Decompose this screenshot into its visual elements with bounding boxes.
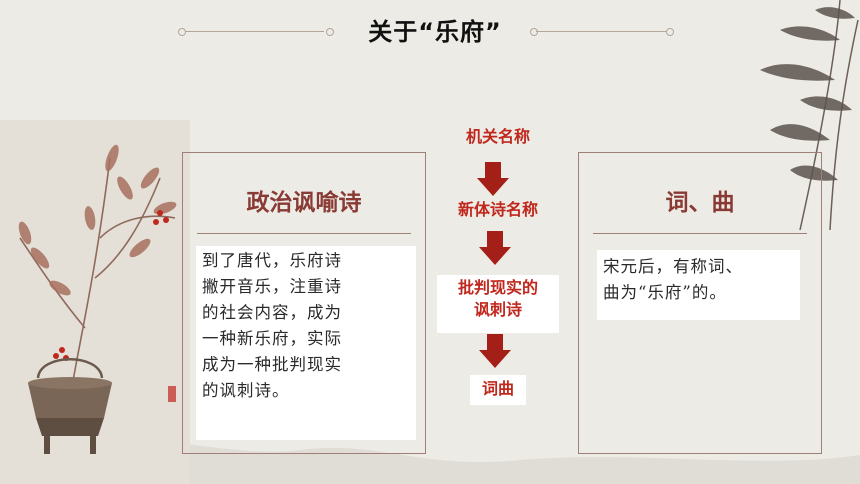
right-text-line: 宋元后，有称词、 [603, 257, 743, 276]
flow-step-ci-qu: 词曲 [470, 375, 526, 405]
right-panel-heading: 词、曲 [665, 189, 735, 216]
flow-step-agency-name: 机关名称 [465, 127, 530, 146]
right-panel: 词、曲 [578, 152, 822, 454]
left-text-line: 一种新乐府，实际 [202, 329, 342, 348]
down-arrow-icon [479, 231, 511, 265]
title-rule-left [184, 31, 324, 32]
left-text-line: 的社会内容，成为 [202, 303, 342, 322]
title-dot-left-inner [326, 28, 334, 36]
down-arrow-icon [479, 334, 511, 368]
left-text-line: 撇开音乐，注重诗 [202, 277, 342, 296]
page-title: 关于“乐府” [368, 18, 502, 46]
left-text-box: 到了唐代，乐府诗 撇开音乐，注重诗 的社会内容，成为 一种新乐府，实际 成为一种… [196, 246, 416, 440]
title-rule-right [536, 31, 668, 32]
right-panel-divider [593, 233, 807, 234]
title-dot-left [178, 28, 186, 36]
title-dot-right [666, 28, 674, 36]
left-panel: 政治讽喻诗 [182, 152, 426, 454]
left-text-line: 成为一种批判现实 [202, 355, 342, 374]
left-text-line: 的讽刺诗。 [202, 381, 290, 400]
ground-decoration [0, 434, 860, 484]
right-text-line: 曲为“乐府”的。 [603, 283, 727, 302]
down-arrow-icon [477, 162, 509, 196]
right-text-box: 宋元后，有称词、 曲为“乐府”的。 [597, 250, 800, 320]
title-dot-right-inner [530, 28, 538, 36]
flow-step-satirical-poetry: 批判现实的 讽刺诗 [437, 275, 559, 333]
flow-step-line: 讽刺诗 [473, 300, 522, 319]
left-text-line: 到了唐代，乐府诗 [202, 251, 342, 270]
flow-step-new-poetry-name: 新体诗名称 [457, 200, 538, 219]
flower-branch-decoration [0, 120, 190, 484]
flow-step-line: 批判现实的 [457, 278, 538, 297]
left-panel-divider [197, 233, 411, 234]
bamboo-decoration [760, 0, 859, 230]
left-panel-heading: 政治讽喻诗 [246, 189, 362, 216]
